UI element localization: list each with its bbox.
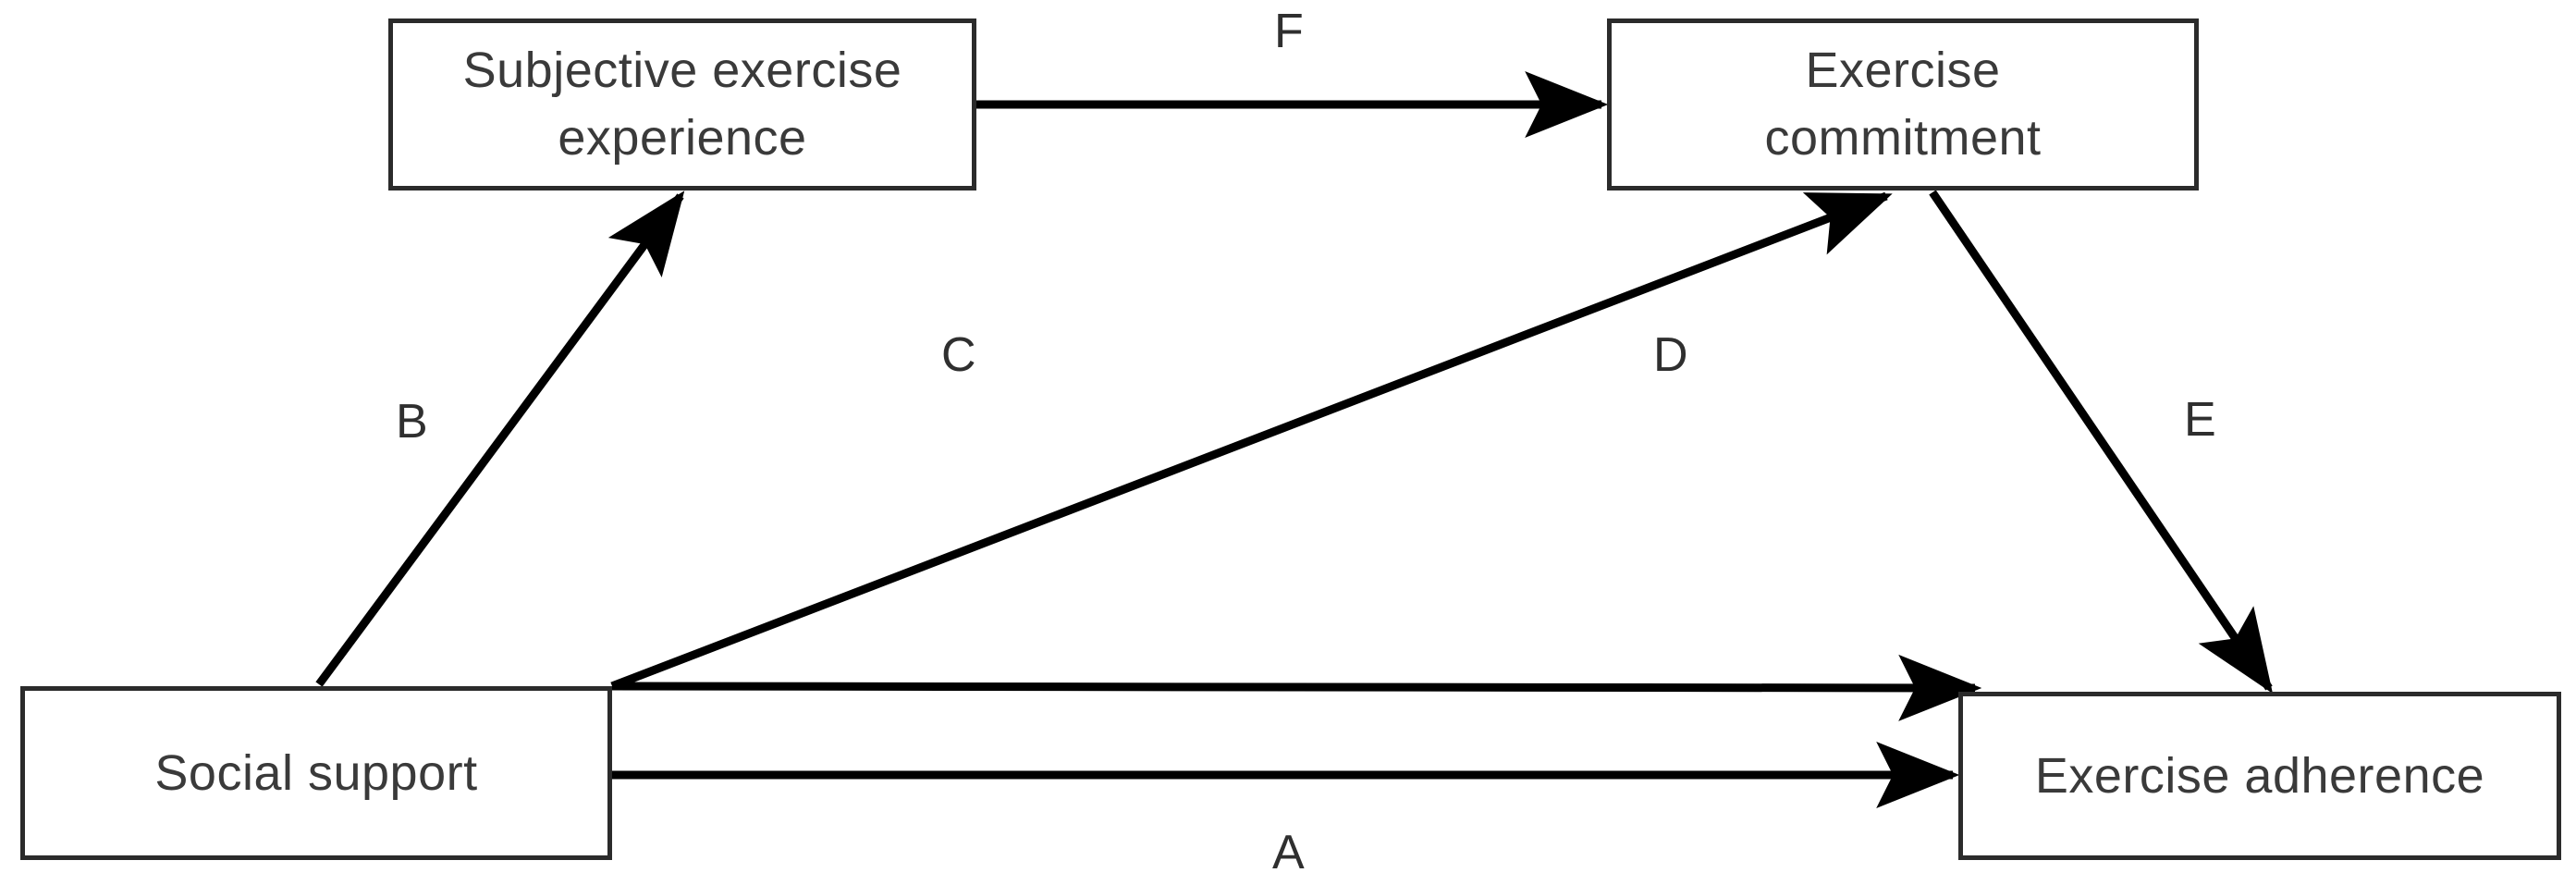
arrow-d	[610, 191, 1893, 691]
edge-label-c: C	[941, 328, 976, 382]
edge-label-b: B	[396, 395, 428, 449]
edge-label-a: A	[1272, 826, 1305, 879]
arrow-c	[611, 654, 1982, 721]
node-social-support[interactable]: Social support	[20, 686, 612, 860]
arrow-e	[1929, 190, 2274, 694]
node-exercise-commitment[interactable]: Exercise commitment	[1607, 18, 2199, 191]
arrow-b	[315, 191, 685, 687]
node-label-exercise-adherence: Exercise adherence	[2034, 747, 2485, 804]
node-label-exercise-commitment: Exercise commitment	[1764, 43, 2042, 166]
edge-label-e: E	[2184, 393, 2216, 447]
edge-label-f: F	[1274, 5, 1304, 58]
node-label-social-support: Social support	[154, 744, 478, 801]
node-exercise-adherence[interactable]: Exercise adherence	[1958, 692, 2561, 860]
node-label-subjective-exercise-experience: Subjective exercise experience	[462, 43, 902, 166]
node-subjective-exercise-experience[interactable]: Subjective exercise experience	[388, 18, 976, 191]
edge-label-d: D	[1653, 328, 1688, 382]
